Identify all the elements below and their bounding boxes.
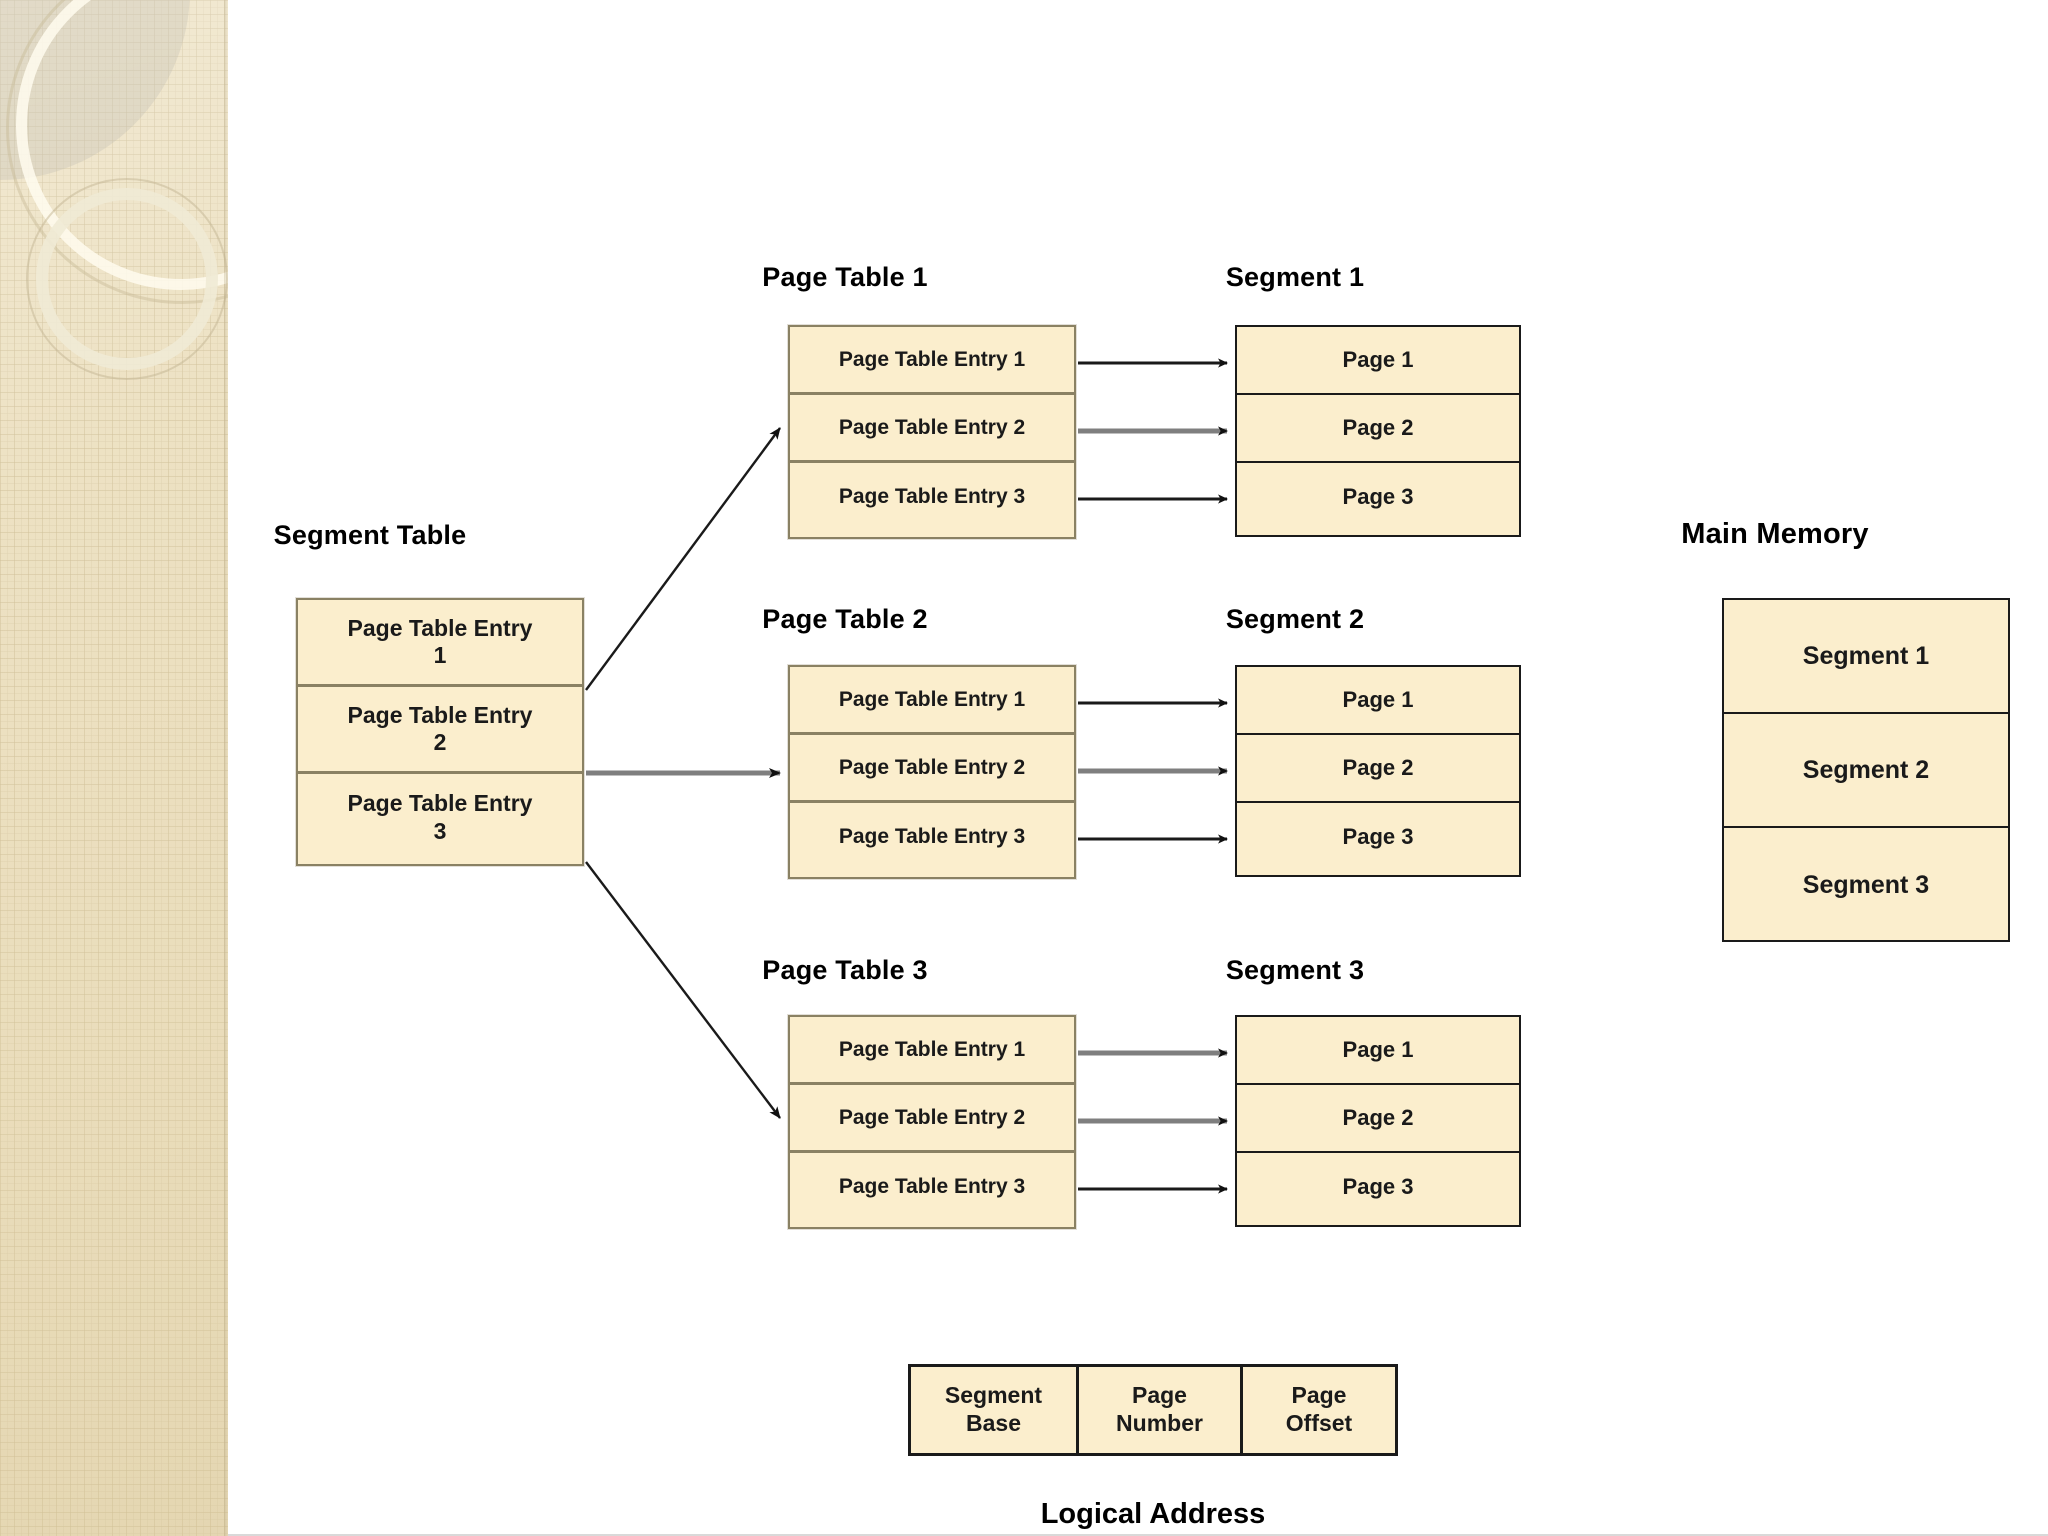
segment-1-box: Page 1 Page 2 Page 3: [1235, 325, 1521, 537]
logical-address-label: Logical Address: [1040, 1498, 1266, 1530]
segment-3-page-2[interactable]: Page 2: [1237, 1085, 1519, 1153]
segment-2-box: Page 1 Page 2 Page 3: [1235, 665, 1521, 877]
page-table-1-entry-1[interactable]: Page Table Entry 1: [790, 327, 1074, 395]
decorative-ring-outline-small: [26, 178, 228, 380]
segment-table-row-3[interactable]: Page Table Entry 3: [298, 774, 582, 861]
page-table-3-entry-1[interactable]: Page Table Entry 1: [790, 1017, 1074, 1085]
segment-table-row-1-line2: 1: [433, 642, 447, 668]
segment-table-box: Page Table Entry 1 Page Table Entry 2 Pa…: [296, 598, 584, 866]
segment-table-row-3-line2: 3: [433, 817, 447, 844]
main-memory-title: Main Memory: [1681, 518, 1869, 550]
segment-3-page-3[interactable]: Page 3: [1342, 1174, 1414, 1199]
page-table-2-entry-2[interactable]: Page Table Entry 2: [790, 735, 1074, 803]
logical-address-cell-2-line2: Number: [1116, 1410, 1203, 1436]
segment-1-title: Segment 1: [1225, 262, 1365, 292]
logical-address-cell-3-line2: Offset: [1285, 1410, 1353, 1436]
segment-1-page-2[interactable]: Page 2: [1237, 395, 1519, 463]
segment-table-row-1[interactable]: Page Table Entry 1: [298, 600, 582, 687]
segment-1-page-1[interactable]: Page 1: [1237, 327, 1519, 395]
segment-table-title: Segment Table: [273, 520, 467, 550]
arrow-segtable-3-to-pagetable-3: [585, 861, 781, 1119]
decorative-ring-small: [36, 188, 218, 370]
segment-3-title: Segment 3: [1225, 955, 1365, 985]
segment-2-page-3[interactable]: Page 3: [1342, 824, 1414, 849]
main-memory-segment-2[interactable]: Segment 2: [1724, 714, 2008, 828]
main-memory-box: Segment 1 Segment 2 Segment 3: [1722, 598, 2010, 942]
logical-address-cell-1-line1: Segment: [944, 1382, 1043, 1409]
page-table-1-box: Page Table Entry 1 Page Table Entry 2 Pa…: [788, 325, 1076, 539]
segment-table-row-1-line1: Page Table Entry: [347, 614, 533, 641]
page-table-2-entry-3[interactable]: Page Table Entry 3: [790, 803, 1074, 871]
logical-address-cell-segment-base[interactable]: Segment Base: [911, 1367, 1079, 1453]
page-table-1-entry-3[interactable]: Page Table Entry 3: [790, 463, 1074, 531]
segment-2-page-2[interactable]: Page 2: [1237, 735, 1519, 803]
page-table-3-title: Page Table 3: [762, 955, 928, 985]
segment-table-row-2[interactable]: Page Table Entry 2: [298, 687, 582, 774]
logical-address-table: Segment Base Page Number Page Offset: [908, 1364, 1398, 1456]
segment-2-page-1[interactable]: Page 1: [1237, 667, 1519, 735]
segment-3-box: Page 1 Page 2 Page 3: [1235, 1015, 1521, 1227]
logical-address-cell-1-line2: Base: [966, 1410, 1021, 1436]
page-table-3-box: Page Table Entry 1 Page Table Entry 2 Pa…: [788, 1015, 1076, 1229]
page-table-2-box: Page Table Entry 1 Page Table Entry 2 Pa…: [788, 665, 1076, 879]
sidebar-edge-shadow: [224, 0, 228, 1536]
segment-table-row-2-line1: Page Table Entry: [347, 701, 533, 728]
segment-2-title: Segment 2: [1225, 604, 1365, 634]
segment-table-row-3-line1: Page Table Entry: [347, 790, 533, 817]
page-table-2-title: Page Table 2: [762, 604, 928, 634]
page-table-3-entry-3[interactable]: Page Table Entry 3: [790, 1153, 1074, 1221]
slide-bottom-rule: [228, 1534, 2048, 1536]
logical-address-cell-page-number[interactable]: Page Number: [1079, 1367, 1243, 1453]
page-table-2-entry-1[interactable]: Page Table Entry 1: [790, 667, 1074, 735]
decorative-sidebar: [0, 0, 228, 1536]
main-memory-segment-3[interactable]: Segment 3: [1802, 870, 1930, 899]
page-table-3-entry-2[interactable]: Page Table Entry 2: [790, 1085, 1074, 1153]
segment-1-page-3[interactable]: Page 3: [1342, 484, 1414, 509]
arrow-segtable-1-to-pagetable-1: [585, 427, 781, 691]
logical-address-cell-2-line1: Page: [1132, 1382, 1187, 1409]
segment-3-page-1[interactable]: Page 1: [1237, 1017, 1519, 1085]
logical-address-cell-3-line1: Page: [1291, 1382, 1347, 1409]
logical-address-cell-page-offset[interactable]: Page Offset: [1243, 1367, 1395, 1453]
page-table-1-entry-2[interactable]: Page Table Entry 2: [790, 395, 1074, 463]
segment-table-row-2-line2: 2: [433, 729, 447, 755]
page-table-1-title: Page Table 1: [762, 262, 928, 292]
main-memory-segment-1[interactable]: Segment 1: [1724, 600, 2008, 714]
